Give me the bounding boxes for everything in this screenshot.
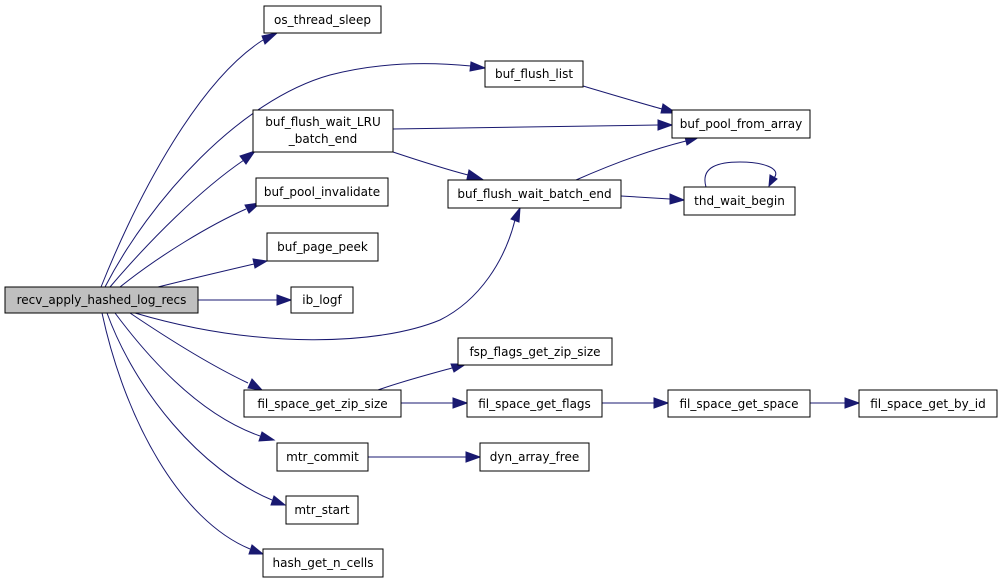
node-label: buf_flush_list [495, 67, 573, 81]
edge-root-to-buf-flush-wait-lru-batch-end [109, 150, 257, 288]
edge-root-to-buf-flush-list [104, 61, 487, 288]
node-dyn-array-free[interactable]: dyn_array_free [479, 442, 590, 472]
edge-root-to-os-thread-sleep [100, 32, 279, 288]
node-label: ib_logf [302, 293, 342, 307]
node-label: fil_space_get_flags [478, 397, 591, 411]
node-label: fil_space_get_zip_size [257, 397, 387, 411]
node-label: buf_page_peek [277, 240, 368, 254]
edge-buf-flush-wait-lru-batch-end-to-buf-pool-from-array [392, 119, 674, 131]
edge-fil-space-get-space-to-fil-space-get-by-id [810, 397, 861, 409]
node-os-thread-sleep[interactable]: os_thread_sleep [263, 5, 382, 34]
node-mtr-commit[interactable]: mtr_commit [276, 442, 369, 472]
node-buf-flush-wait-lru-batch-end[interactable]: buf_flush_wait_LRU _batch_end [252, 109, 394, 153]
node-buf-pool-from-array[interactable]: buf_pool_from_array [671, 109, 811, 139]
edge-buf-flush-list-to-buf-pool-from-array [582, 85, 678, 114]
node-fil-space-get-zip-size[interactable]: fil_space_get_zip_size [243, 389, 402, 418]
edge-buf-flush-wait-lru-batch-end-to-buf-flush-wait-batch-end [392, 151, 484, 180]
node-label: recv_apply_hashed_log_recs [17, 293, 187, 307]
node-fsp-flags-get-zip-size[interactable]: fsp_flags_get_zip_size [457, 337, 613, 366]
node-label: hash_get_n_cells [272, 556, 373, 570]
edge-root-to-mtr-start [106, 312, 287, 506]
edge-root-to-hash-get-n-cells [101, 312, 265, 555]
edge-root-to-buf-flush-wait-batch-end [134, 206, 521, 341]
node-buf-pool-invalidate[interactable]: buf_pool_invalidate [255, 177, 389, 207]
node-buf-flush-list[interactable]: buf_flush_list [484, 60, 584, 88]
edge-root-to-ib-logf [198, 294, 293, 306]
edge-thd-wait-begin-self-loop [704, 161, 778, 188]
node-buf-flush-wait-batch-end[interactable]: buf_flush_wait_batch_end [447, 179, 622, 209]
node-label: mtr_start [294, 503, 350, 517]
node-thd-wait-begin[interactable]: thd_wait_begin [683, 186, 796, 216]
node-hash-get-n-cells[interactable]: hash_get_n_cells [262, 548, 384, 578]
node-label: buf_pool_invalidate [264, 185, 380, 199]
node-fil-space-get-by-id[interactable]: fil_space_get_by_id [858, 389, 998, 418]
edge-root-to-fil-space-get-zip-size [129, 312, 264, 391]
node-fil-space-get-space[interactable]: fil_space_get_space [667, 389, 811, 418]
edge-mtr-commit-to-dyn-array-free [368, 451, 482, 463]
node-label-line-1: buf_flush_wait_LRU [265, 115, 380, 129]
edge-fil-space-get-flags-to-fil-space-get-space [602, 397, 670, 409]
node-label: thd_wait_begin [694, 194, 785, 208]
node-label: fil_space_get_by_id [870, 397, 985, 411]
edge-fil-space-get-zip-size-to-fil-space-get-flags [401, 397, 469, 409]
node-label: fil_space_get_space [679, 397, 798, 411]
node-label-line-2: _batch_end [288, 132, 357, 146]
node-mtr-start[interactable]: mtr_start [285, 495, 359, 525]
edge-root-to-mtr-commit [114, 312, 276, 442]
edge-fil-space-get-zip-size-to-fsp-flags-get-zip-size [377, 363, 468, 391]
edge-buf-flush-wait-batch-end-to-buf-pool-from-array [575, 136, 701, 181]
edge-buf-flush-wait-batch-end-to-thd-wait-begin [620, 193, 686, 205]
node-label: fsp_flags_get_zip_size [469, 345, 600, 359]
node-fil-space-get-flags[interactable]: fil_space_get_flags [466, 389, 603, 418]
node-ib-logf[interactable]: ib_logf [290, 286, 354, 314]
edge-root-to-buf-pool-invalidate [119, 202, 262, 288]
node-label: os_thread_sleep [274, 13, 371, 27]
edge-root-to-buf-page-peek [157, 258, 269, 288]
node-recv-apply-hashed-log-recs[interactable]: recv_apply_hashed_log_recs [4, 286, 199, 314]
node-buf-page-peek[interactable]: buf_page_peek [266, 232, 379, 262]
node-label: dyn_array_free [490, 450, 579, 464]
node-label: buf_flush_wait_batch_end [457, 187, 611, 201]
node-label: mtr_commit [286, 450, 359, 464]
node-label: buf_pool_from_array [680, 117, 802, 131]
